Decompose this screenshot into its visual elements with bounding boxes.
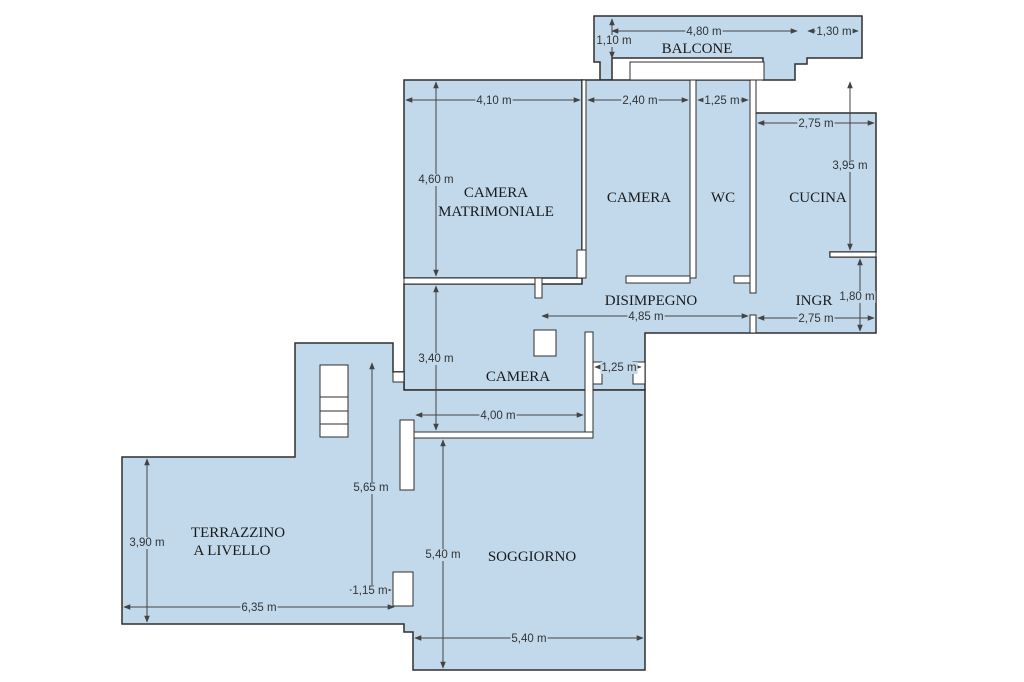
dim-label-backing bbox=[815, 26, 853, 38]
dim-label-backing bbox=[685, 26, 723, 38]
dim-ingr-width: 2,75 m bbox=[798, 313, 833, 325]
wall-camera2-notch bbox=[533, 329, 557, 357]
stairs-block bbox=[319, 364, 349, 438]
wall-camera2-bottom bbox=[407, 431, 594, 439]
dim-label-backing bbox=[417, 174, 455, 186]
label-wc: WC bbox=[711, 190, 735, 206]
dim-wc-width: 1,25 m bbox=[704, 95, 739, 107]
dim-label-backing bbox=[600, 362, 638, 374]
wall-matrimoniale-bottom bbox=[403, 277, 541, 285]
dim-label-backing bbox=[479, 410, 517, 422]
dim-label-backing bbox=[621, 95, 659, 107]
dim-label-backing bbox=[831, 160, 869, 172]
label-camera-1: CAMERA bbox=[607, 190, 671, 206]
dim-cucina-width: 2,75 m bbox=[798, 118, 833, 130]
dim-cucina-depth: 3,95 m bbox=[832, 160, 867, 172]
dim-camera2-width: 4,00 m bbox=[480, 410, 515, 422]
dim-label-backing bbox=[703, 95, 741, 107]
wall-disimpegno-ingr bbox=[749, 314, 757, 334]
wall-camera-bottom bbox=[625, 275, 691, 284]
dim-label-backing bbox=[128, 537, 166, 549]
label-balcone: BALCONE bbox=[662, 41, 733, 57]
dim-disimpegno-width: 4,85 m bbox=[628, 311, 663, 323]
dim-label-backing bbox=[352, 482, 390, 494]
label-camera-matrimoniale-line2: MATRIMONIALE bbox=[438, 204, 554, 220]
dim-terrazzino-step: 1,15 m bbox=[352, 585, 387, 597]
dim-label-backing bbox=[797, 313, 835, 325]
dim-label-backing bbox=[475, 95, 513, 107]
label-soggiorno: SOGGIORNO bbox=[488, 549, 577, 565]
wall-terrazzino-bottom bbox=[392, 571, 414, 607]
wall-terrazzino-top bbox=[392, 371, 405, 383]
dim-terrazzino-depth: 3,90 m bbox=[129, 537, 164, 549]
dim-balcone-width: 4,80 m bbox=[686, 26, 721, 38]
dim-label-backing bbox=[627, 311, 665, 323]
dim-terrazzino-width: 6,35 m bbox=[241, 602, 276, 614]
dim-label-backing bbox=[510, 633, 548, 645]
dim-passage-width: 1,25 m bbox=[601, 362, 636, 374]
label-terrazzino-line2: A LIVELLO bbox=[193, 543, 270, 559]
dim-camera2-depth: 3,40 m bbox=[418, 353, 453, 365]
wall-wc-bottom bbox=[733, 275, 751, 284]
room-labels: BALCONE CAMERA MATRIMONIALE CAMERA WC CU… bbox=[191, 41, 847, 565]
dim-balcone-side: 1,30 m bbox=[816, 26, 851, 38]
dim-matrimoniale-width: 4,10 m bbox=[476, 95, 511, 107]
label-ingr: INGR bbox=[796, 293, 833, 309]
wall-matrimoniale-camera bbox=[581, 79, 587, 277]
dim-matrimoniale-depth: 4,60 m bbox=[418, 174, 453, 186]
terrazzino-soggiorno-floor bbox=[121, 342, 646, 671]
label-camera-2: CAMERA bbox=[486, 369, 550, 385]
wall-matrimoniale-stub bbox=[576, 249, 587, 279]
dim-balcone-depth: 1,10 m bbox=[596, 35, 631, 47]
wall-camera2-left bbox=[399, 419, 415, 491]
dim-camera1-width: 2,40 m bbox=[622, 95, 657, 107]
label-terrazzino-line1: TERRAZZINO bbox=[191, 525, 285, 541]
wall-balcone-camera bbox=[629, 61, 765, 81]
dimension-labels: 4,80 m 1,30 m 1,10 m 4,10 m 4,60 m 2,40 … bbox=[128, 26, 876, 645]
dim-label-backing bbox=[595, 35, 633, 47]
stairs bbox=[320, 396, 349, 438]
wall-wc-cucina bbox=[749, 79, 757, 294]
label-camera-matrimoniale-line1: CAMERA bbox=[464, 185, 528, 201]
wall-camera2-right bbox=[584, 331, 594, 439]
dim-label-backing bbox=[417, 353, 455, 365]
floor-areas bbox=[121, 15, 877, 671]
dim-ingr-depth: 1,80 m bbox=[839, 291, 874, 303]
dim-label-backing bbox=[351, 585, 389, 597]
wall-camera-wc bbox=[689, 79, 697, 279]
dim-soggiorno-width: 5,40 m bbox=[511, 633, 546, 645]
wall-cucina-ingr bbox=[829, 251, 877, 258]
dim-soggiorno-depth: 5,40 m bbox=[425, 549, 460, 561]
dim-label-backing bbox=[240, 602, 278, 614]
dim-label-backing bbox=[838, 291, 876, 303]
label-disimpegno: DISIMPEGNO bbox=[605, 293, 698, 309]
interior-walls bbox=[319, 61, 877, 607]
dim-label-backing bbox=[797, 118, 835, 130]
dim-terrazzino-depth-total: 5,65 m bbox=[353, 482, 388, 494]
dim-label-backing bbox=[424, 549, 462, 561]
label-cucina: CUCINA bbox=[789, 190, 847, 206]
wall-door-stub bbox=[534, 277, 543, 299]
